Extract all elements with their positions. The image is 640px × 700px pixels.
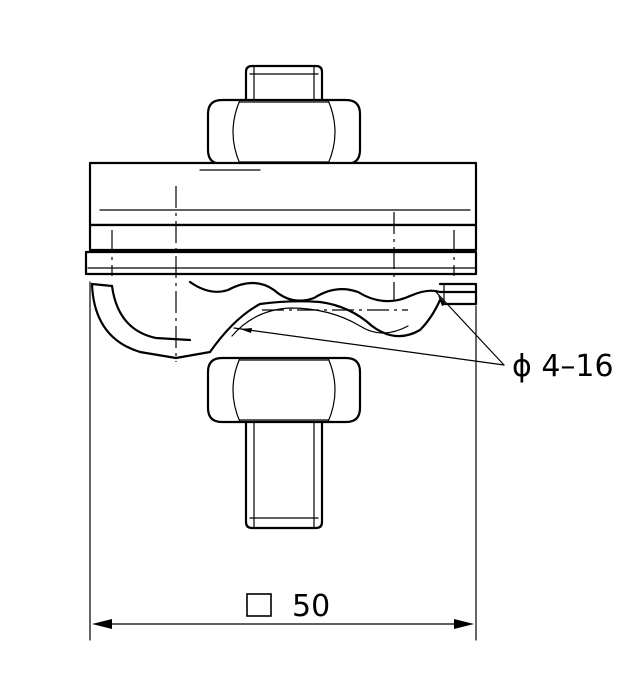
top-bolt-shank	[244, 64, 324, 102]
width-label: 50	[292, 589, 330, 624]
bottom-hex-nut	[206, 356, 362, 424]
square-symbol-icon	[246, 593, 272, 617]
center-lines	[111, 186, 455, 362]
top-hex-nut	[206, 98, 362, 166]
width-dimension	[89, 281, 477, 641]
top-plate	[88, 161, 478, 227]
bottom-bolt-shank	[244, 420, 324, 530]
middle-plates	[84, 223, 478, 276]
diameter-label: ɸ 4–16	[512, 349, 614, 384]
saddle-clamp	[90, 280, 478, 360]
diameter-leader	[233, 291, 505, 366]
